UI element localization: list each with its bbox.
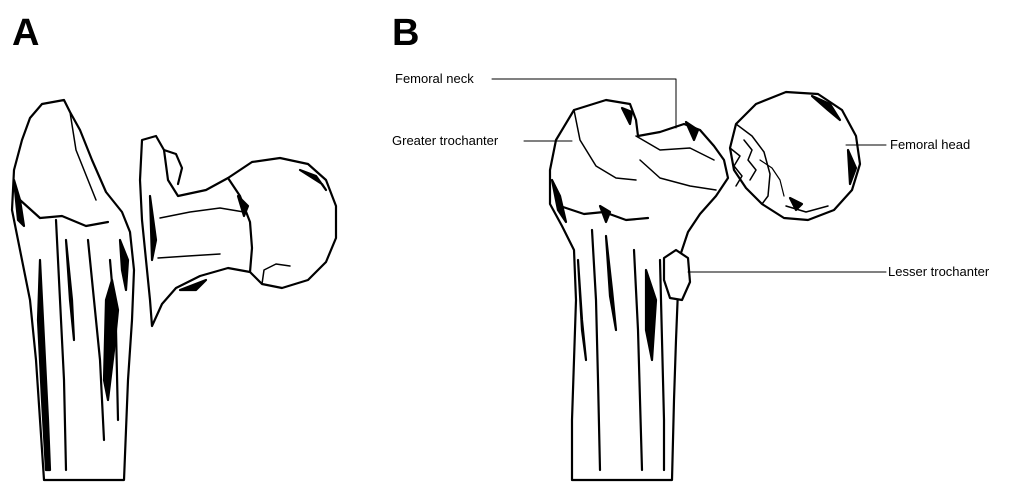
label-greater-trochanter: Greater trochanter xyxy=(392,134,498,147)
lesser-trochanter-b xyxy=(664,250,690,300)
panel-a-drawing xyxy=(12,100,336,480)
panel-b-drawing xyxy=(550,92,860,480)
label-lesser-trochanter: Lesser trochanter xyxy=(888,265,989,278)
label-femoral-head: Femoral head xyxy=(890,138,970,151)
label-femoral-neck: Femoral neck xyxy=(395,72,474,85)
femur-proximal-b xyxy=(550,100,728,480)
femoral-head-neck-fragment-a xyxy=(140,136,336,326)
femoral-shaft-a xyxy=(12,100,134,480)
